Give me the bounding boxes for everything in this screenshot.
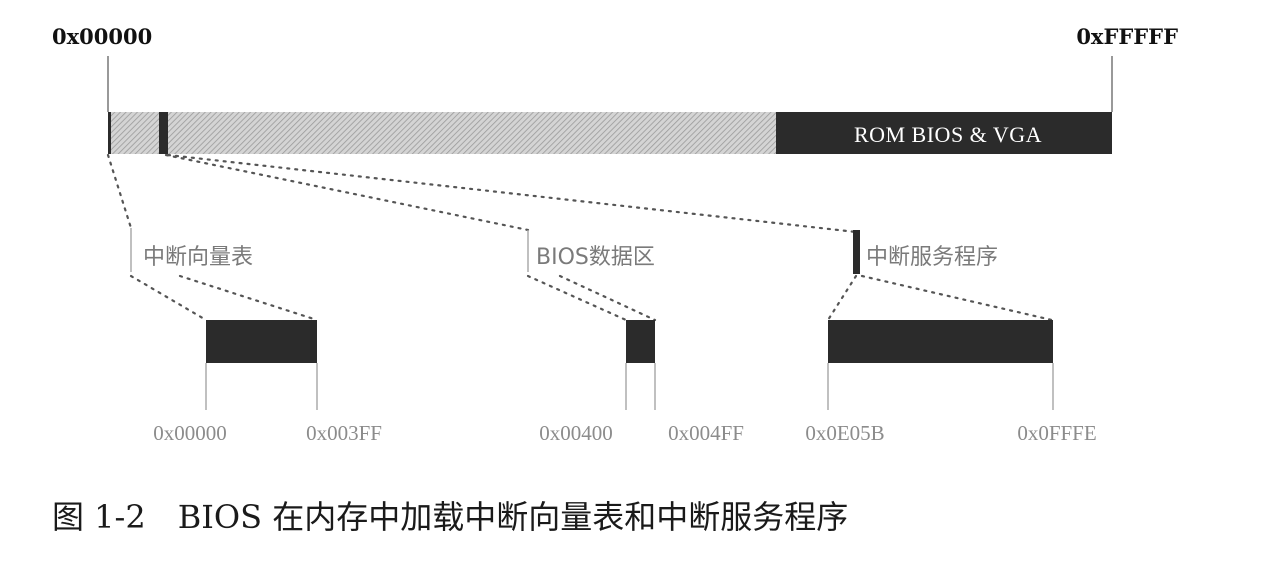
zoom-bios-data-left (526, 274, 628, 322)
zoom-ivt-right (178, 274, 319, 322)
bios-data-end-address: 0x004FF (668, 421, 744, 445)
zoom-isr-left (826, 274, 858, 322)
isr-detail-block (828, 320, 1053, 363)
start-address-label: 0x00000 (52, 24, 152, 49)
isr-label: 中断服务程序 (866, 245, 998, 270)
low-memory-area (108, 112, 776, 154)
isr-label-marker (853, 230, 860, 274)
zoom-ivt-left (129, 274, 208, 322)
isr-start-address: 0x0E05B (805, 421, 884, 445)
ivt-end-address: 0x003FF (306, 421, 382, 445)
zoom-isr-right (860, 274, 1054, 322)
bios-data-marker (159, 112, 168, 154)
connector-bios-data (164, 153, 530, 232)
bios-data-start-address: 0x00400 (539, 421, 613, 445)
ivt-start-address: 0x00000 (153, 421, 227, 445)
ivt-marker (108, 112, 111, 154)
rom-bios-vga-block (776, 112, 1112, 154)
ivt-label: 中断向量表 (143, 245, 253, 270)
isr-end-address: 0x0FFFE (1017, 421, 1096, 445)
ivt-detail-block (206, 320, 317, 363)
end-address-label: 0xFFFFF (1076, 24, 1178, 49)
connector-isr (166, 153, 858, 234)
connector-ivt (106, 153, 133, 230)
figure-caption: 图 1-2 BIOS 在内存中加载中断向量表和中断服务程序 (52, 498, 848, 536)
rom-bios-vga-label: ROM BIOS & VGA (854, 122, 1042, 147)
bios-data-detail-block (626, 320, 655, 363)
zoom-bios-data-right (558, 274, 657, 322)
bios-data-label: BIOS数据区 (536, 245, 655, 270)
